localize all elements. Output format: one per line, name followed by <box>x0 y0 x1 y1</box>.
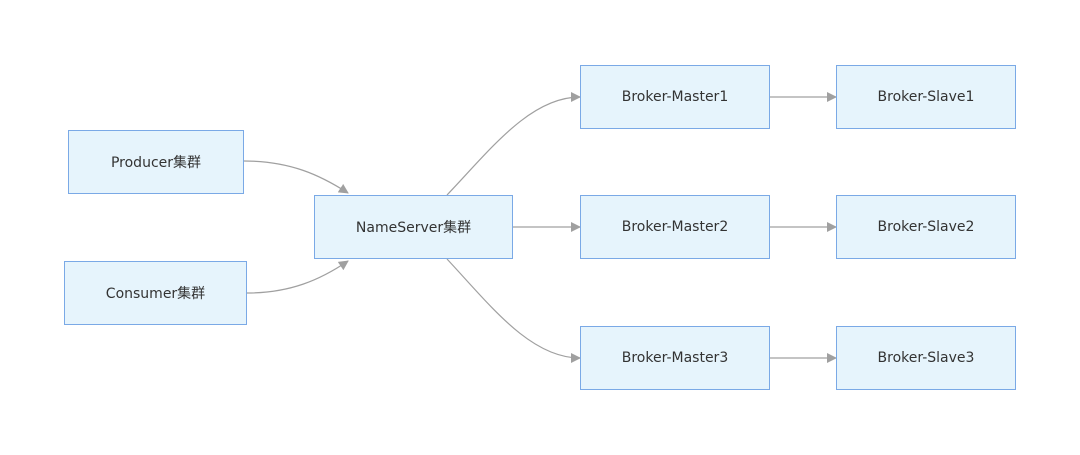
broker-master1-label: Broker-Master1 <box>621 89 729 105</box>
broker-master2-label: Broker-Master2 <box>621 219 729 235</box>
broker-slave3-label: Broker-Slave3 <box>877 350 975 366</box>
broker-slave2-label: Broker-Slave2 <box>877 219 975 235</box>
consumer-cluster-node: Consumer集群 <box>64 261 247 325</box>
producer-cluster-label: Producer集群 <box>110 155 202 171</box>
producer-cluster-node: Producer集群 <box>68 130 244 194</box>
edge-nameserver-to-master1 <box>446 92 581 196</box>
nameserver-cluster-node: NameServer集群 <box>314 195 513 259</box>
broker-master3-label: Broker-Master3 <box>621 350 729 366</box>
broker-slave1-node: Broker-Slave1 <box>836 65 1016 129</box>
broker-master2-node: Broker-Master2 <box>580 195 770 259</box>
broker-slave2-node: Broker-Slave2 <box>836 195 1016 259</box>
edge-consumer-to-nameserver <box>246 260 349 294</box>
nameserver-cluster-label: NameServer集群 <box>355 220 472 236</box>
broker-master1-node: Broker-Master1 <box>580 65 770 129</box>
broker-slave3-node: Broker-Slave3 <box>836 326 1016 390</box>
broker-master3-node: Broker-Master3 <box>580 326 770 390</box>
broker-slave1-label: Broker-Slave1 <box>877 89 975 105</box>
edge-producer-to-nameserver <box>243 160 349 194</box>
consumer-cluster-label: Consumer集群 <box>105 286 206 302</box>
edge-nameserver-to-master3 <box>446 258 581 363</box>
